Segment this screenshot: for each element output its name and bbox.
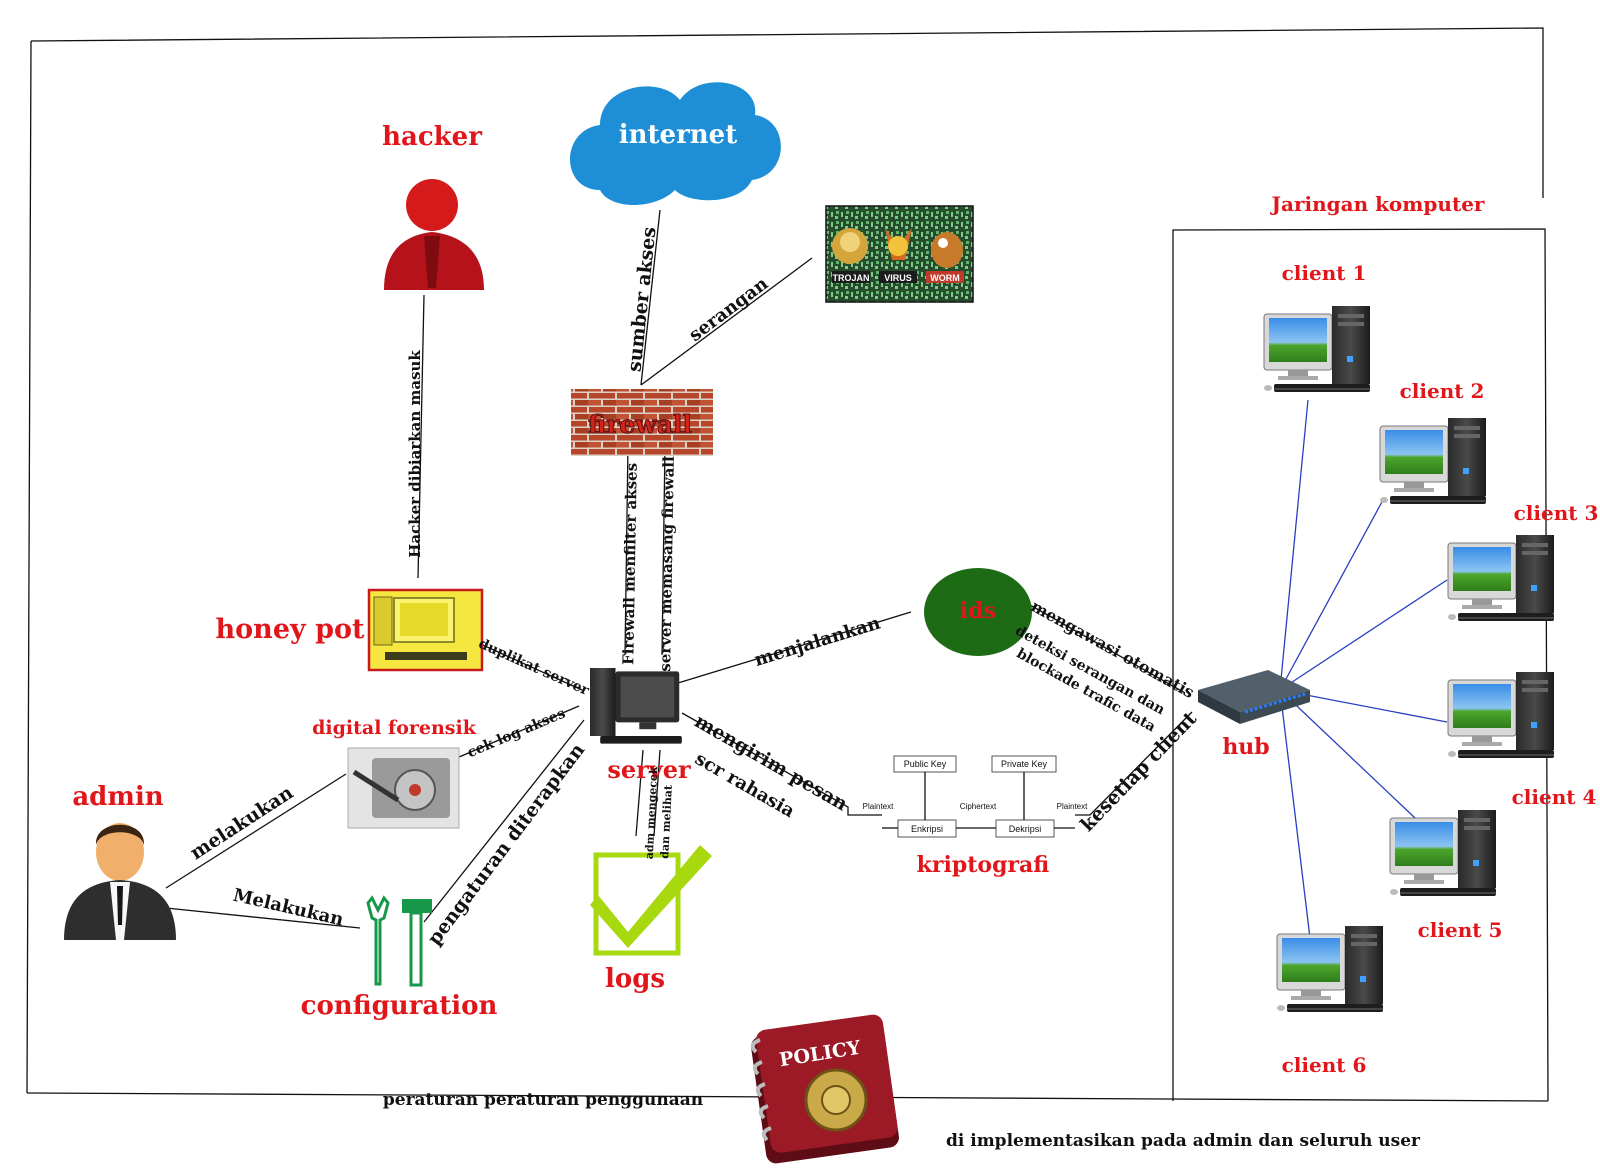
worm-label: WORM [930,273,960,283]
hacker-label: hacker [382,122,482,152]
edge-kriptografi-hub [1075,711,1193,816]
edge-firewall-server-1 [624,444,629,656]
server-label: server [607,755,691,784]
policy-book-icon [750,1014,899,1164]
melakukan-label: melakukan [186,782,297,865]
edge-server-logs-1 [635,749,644,837]
configuration-icon [366,895,432,987]
outer-frame-left [26,40,32,1094]
edge-internet-firewall [640,209,661,386]
edge-admin-forensik [165,773,347,889]
server-icon [590,668,682,744]
internet-cloud [570,82,781,205]
server-memasang-label: server memasang firewall [656,456,678,672]
serangan-label: serangan [685,273,772,346]
network-frame [1172,228,1549,1102]
client-2-label: client 2 [1400,379,1485,403]
honeypot-icon [367,588,484,672]
trojan-label: TROJAN [832,273,869,283]
edge-honeypot-server [473,640,583,691]
hacker-icon [384,179,484,290]
outer-frame-top [30,27,1544,198]
kriptografi-diagram [882,755,1075,838]
firewall-bricks [571,389,713,456]
cek-log-label: cek log akses [465,705,568,761]
enkripsi-label: Enkripsi [911,824,943,834]
plaintext-in-label: Plaintext [863,802,894,811]
digital-forensik-label: digital forensik [312,717,477,739]
adm-line-2: dan melihat [658,784,675,859]
client-5-computer [1389,809,1497,897]
edge-server-kriptografi [681,712,882,816]
ids-label: ids [960,598,996,624]
ids-node [924,568,1032,656]
dekripsi-label: Dekripsi [1009,824,1042,834]
sumber-akses-label: sumber akses [623,226,660,373]
edge-malware-firewall [640,257,813,386]
client-3-label: client 3 [1514,501,1599,525]
client-1-label: client 1 [1282,261,1367,285]
client-3-computer [1447,534,1555,622]
edge-hacker-honeypot [417,294,425,579]
configuration-label: configuration [301,991,498,1021]
hub-label: hub [1222,734,1269,760]
client-5-label: client 5 [1418,918,1503,942]
edge-server-logs-2 [653,749,661,837]
adm-line-1: adm mengecek [643,766,661,860]
duplikat-server-label: duplikat server [476,636,592,699]
logs-icon [590,845,712,956]
firewall-menfilter-label: Firewall menfilter akses [619,463,641,665]
admin-icon [64,823,176,940]
menjalankan-label: menjalankan [752,613,883,671]
plaintext-out-label: Plaintext [1057,802,1088,811]
edge-admin-configuration [165,907,361,929]
hub-icon [1198,670,1310,724]
peraturan-label: peraturan peraturan penggunaan [383,1090,703,1110]
edge-firewall-server-2 [661,444,666,656]
client-4-label: client 4 [1512,785,1597,809]
digital-forensik-icon [347,747,460,829]
edge-server-configuration [423,719,585,923]
admin-label: admin [72,782,163,812]
internet-label: internet [619,120,738,150]
edge-server-ids [677,611,912,684]
logs-label: logs [605,964,665,994]
diimplementasikan-label: di implementasikan pada admin dan seluru… [946,1131,1421,1151]
firewall-label: firewall [588,410,692,439]
hacker-dibiarkan-label: Hacker dibiarkan masuk [406,350,424,558]
edge-forensik-server [451,705,580,761]
client-2-computer [1379,417,1487,505]
honeypot-label: honey pot [216,614,365,645]
Melakukan-label: Melakukan [231,885,346,931]
private-key-label: Private Key [1001,759,1048,769]
kriptografi-label: kriptografi [917,852,1050,878]
public-key-label: Public Key [904,759,947,769]
jaringan-label: Jaringan komputer [1270,192,1485,216]
ciphertext-label: Ciphertext [960,802,997,811]
client-4-computer [1447,671,1555,759]
client-6-computer [1276,925,1384,1013]
virus-label: VIRUS [884,273,912,283]
client-1-computer [1263,305,1371,393]
edge-ids-hub [1029,604,1186,694]
malware-image [825,205,974,303]
client-6-label: client 6 [1282,1053,1367,1077]
